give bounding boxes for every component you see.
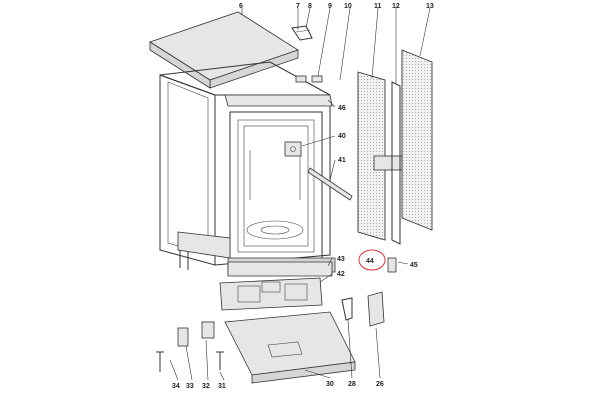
- label-10: 10: [344, 3, 352, 10]
- side-panel-11: [357, 71, 403, 241]
- top-rail: [224, 94, 333, 107]
- label-43: 43: [337, 256, 345, 263]
- label-28: 28: [348, 381, 356, 388]
- label-46: 46: [338, 105, 346, 112]
- callout-labels: 6 7 8 9 10 11 12 13 46 40 41 43 42 44 45…: [172, 3, 434, 390]
- label-41: 41: [338, 157, 346, 164]
- leader-lines: [169, 7, 431, 381]
- label-45: 45: [410, 262, 418, 269]
- label-26: 26: [376, 381, 384, 388]
- label-40: 40: [338, 133, 346, 140]
- label-44: 44: [366, 258, 374, 265]
- cabinet-body: [159, 61, 336, 273]
- label-6: 6: [239, 3, 243, 10]
- small-parts: [156, 321, 224, 372]
- highlight-circle: [358, 249, 386, 271]
- label-13: 13: [426, 3, 434, 10]
- rod-41: [307, 167, 353, 201]
- label-30: 30: [326, 381, 334, 388]
- label-7: 7: [296, 3, 300, 10]
- label-42: 42: [337, 271, 345, 278]
- door-panel-30: [224, 311, 356, 384]
- label-9: 9: [328, 3, 332, 10]
- label-11: 11: [374, 3, 382, 10]
- worktop-part: [149, 11, 299, 89]
- control-board-42: [219, 277, 323, 311]
- label-32: 32: [202, 383, 210, 390]
- label-8: 8: [308, 3, 312, 10]
- label-34: 34: [172, 383, 180, 390]
- side-strip-12: [391, 81, 401, 245]
- hinge-28: [341, 297, 353, 321]
- outer-panel-13: [401, 49, 433, 231]
- bracket-40: [284, 141, 302, 157]
- label-12: 12: [392, 3, 400, 10]
- cover-26: [367, 291, 385, 327]
- latch-45: [387, 257, 397, 273]
- control-panel-43: [227, 261, 333, 277]
- label-31: 31: [218, 383, 226, 390]
- label-33: 33: [186, 383, 194, 390]
- hinge-bracket-parts: [291, 25, 323, 83]
